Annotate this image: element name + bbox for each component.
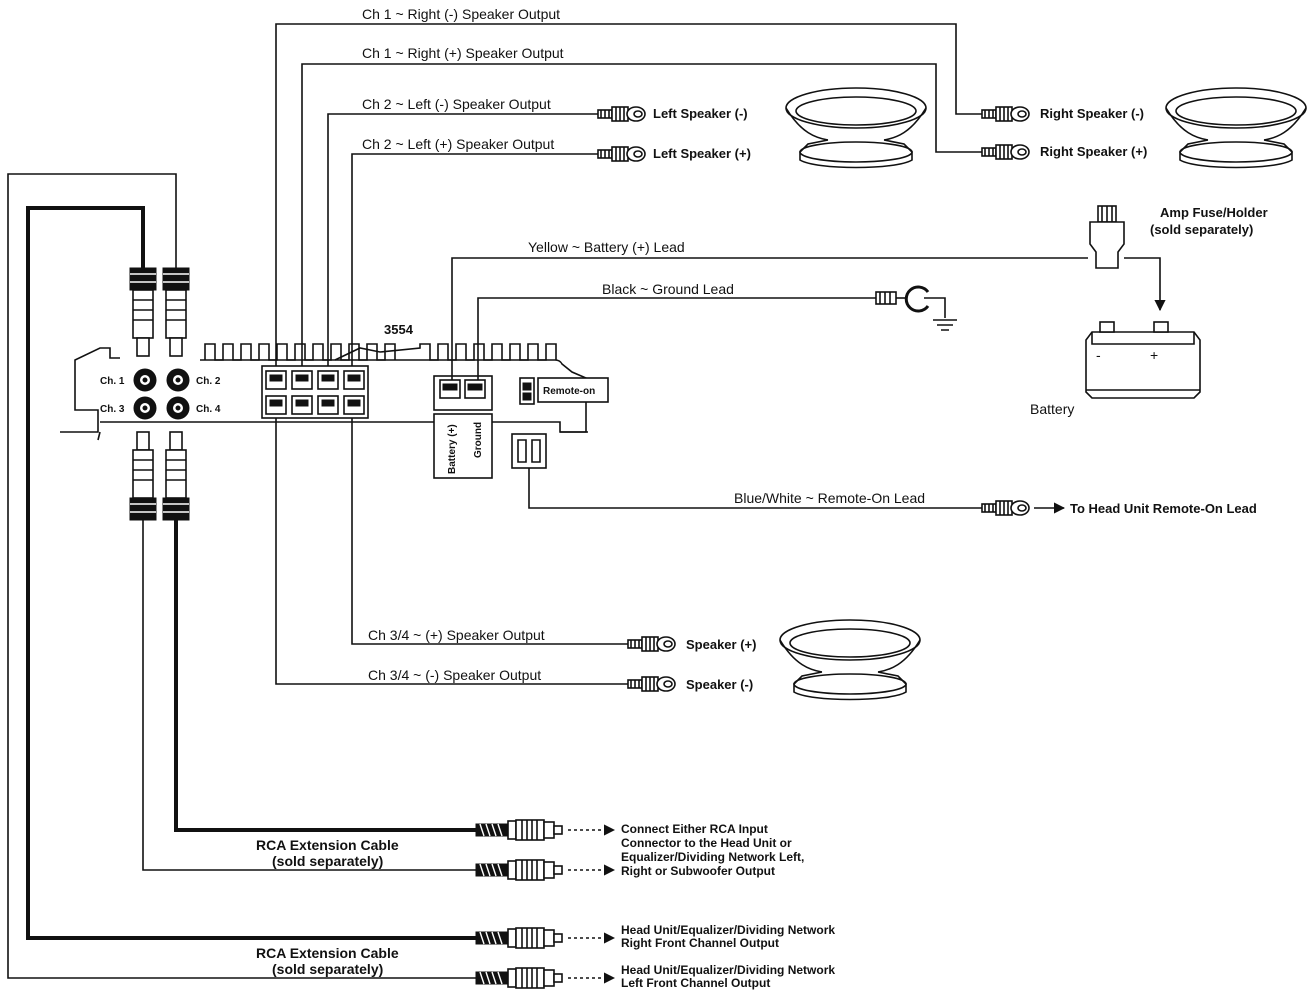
- rca-plug-lower-2: [475, 967, 563, 989]
- speaker-pos-connector: [627, 636, 676, 652]
- ground-lead-label: Black ~ Ground Lead: [602, 281, 734, 297]
- battery-minus: -: [1096, 347, 1101, 363]
- wire-ch1-right-pos: [301, 63, 982, 366]
- rca-lower-left-2: Left Front Channel Output: [621, 976, 770, 990]
- power-terminal-block: Battery (+) Ground: [433, 375, 493, 479]
- rca-input-plugs-top: [129, 267, 190, 357]
- left-speaker-pos-label: Left Speaker (+): [653, 146, 751, 161]
- rca-cable-ch1: [26, 206, 476, 940]
- fuse-holder-icon: [1089, 205, 1166, 312]
- rca-upper-note-1: Connect Either RCA Input: [621, 822, 768, 836]
- rca-cable-ch4: [174, 520, 476, 832]
- ch2-left-neg-label: Ch 2 ~ Left (-) Speaker Output: [362, 96, 551, 112]
- rca-lower-cable-line2: (sold separately): [272, 961, 383, 977]
- battery-label: Battery: [1030, 401, 1074, 417]
- rca-cable-ch2: [7, 173, 476, 979]
- rca-upper-cable-line1: RCA Extension Cable: [256, 837, 399, 853]
- rca-upper-note-3: Equalizer/Dividing Network Left,: [621, 850, 804, 864]
- battery-terminal-label: Battery (+): [447, 424, 458, 474]
- wire-remote-on-lead: [528, 468, 982, 509]
- remote-on-label: Remote-on: [543, 386, 595, 397]
- right-speaker-pos-label: Right Speaker (+): [1040, 144, 1147, 159]
- wire-ch2-left-pos: [351, 153, 598, 366]
- wire-ground-lead: [477, 297, 876, 380]
- wire-ch34-pos: [351, 418, 628, 645]
- right-speaker-neg-label: Right Speaker (-): [1040, 106, 1144, 121]
- rca-lower-left-1: Head Unit/Equalizer/Dividing Network: [621, 963, 835, 977]
- speaker-neg-connector: [627, 676, 676, 692]
- rca-lower-right-1: Head Unit/Equalizer/Dividing Network: [621, 923, 835, 937]
- ch34-neg-label: Ch 3/4 ~ (-) Speaker Output: [368, 667, 541, 683]
- battery-lead-label: Yellow ~ Battery (+) Lead: [528, 239, 685, 255]
- rca-upper-cable-line2: (sold separately): [272, 853, 383, 869]
- model-number: 3554: [384, 322, 414, 337]
- amplifier: 3554 Ch. 1 Ch. 2 Ch. 3 Ch. 4 Battery: [60, 322, 609, 479]
- rca-plug-upper-2: [475, 859, 563, 881]
- speaker-pos-label: Speaker (+): [686, 637, 756, 652]
- fuse-label-line1: Amp Fuse/Holder: [1160, 205, 1268, 220]
- right-speaker-icon: [1165, 87, 1307, 169]
- ch34-pos-label: Ch 3/4 ~ (+) Speaker Output: [368, 627, 545, 643]
- rca-lower-cable-line1: RCA Extension Cable: [256, 945, 399, 961]
- ch2-left-pos-label: Ch 2 ~ Left (+) Speaker Output: [362, 136, 554, 152]
- rca-input-plugs-bottom: [129, 431, 190, 521]
- rca-plug-lower-1: [475, 927, 563, 949]
- ground-lug-icon: [875, 285, 957, 331]
- left-speaker-neg-connector: [597, 106, 646, 122]
- remote-lead-label: Blue/White ~ Remote-On Lead: [734, 490, 925, 506]
- ch4-label: Ch. 4: [196, 404, 221, 415]
- rca-plug-upper-1: [475, 819, 563, 841]
- head-unit-remote-label: To Head Unit Remote-On Lead: [1070, 501, 1257, 516]
- fuse-label-line2: (sold separately): [1150, 222, 1253, 237]
- right-speaker-neg-connector: [981, 106, 1030, 122]
- remote-terminal: Remote-on: [511, 377, 609, 469]
- rca-upper-note-2: Connector to the Head Unit or: [621, 836, 792, 850]
- battery-plus: +: [1150, 347, 1158, 363]
- rca-cable-ch3: [142, 520, 476, 871]
- ch1-right-neg-label: Ch 1 ~ Right (-) Speaker Output: [362, 6, 560, 22]
- ground-terminal-label: Ground: [473, 422, 484, 458]
- rca-lower-right-2: Right Front Channel Output: [621, 936, 779, 950]
- wire-ch2-left-neg: [327, 113, 598, 366]
- speaker-neg-label: Speaker (-): [686, 677, 753, 692]
- left-speaker-pos-connector: [597, 146, 646, 162]
- ch1-right-pos-label: Ch 1 ~ Right (+) Speaker Output: [362, 45, 564, 61]
- wire-battery-lead: [451, 257, 1088, 380]
- speaker-terminal-block: [261, 365, 369, 419]
- ch1-label: Ch. 1: [100, 376, 125, 387]
- remote-on-connector: [981, 500, 1030, 516]
- rca-input-jacks: [133, 368, 190, 420]
- rca-upper-note-4: Right or Subwoofer Output: [621, 864, 775, 878]
- left-speaker-icon: [785, 87, 927, 169]
- ch2-label: Ch. 2: [196, 376, 221, 387]
- left-speaker-neg-label: Left Speaker (-): [653, 106, 748, 121]
- battery-icon: - +: [1085, 321, 1201, 399]
- wire-ch1-right-neg: [275, 23, 982, 366]
- ch3-label: Ch. 3: [100, 404, 125, 415]
- wire-ch34-neg: [275, 418, 628, 685]
- rear-speaker-icon: [779, 619, 921, 701]
- right-speaker-pos-connector: [981, 144, 1030, 160]
